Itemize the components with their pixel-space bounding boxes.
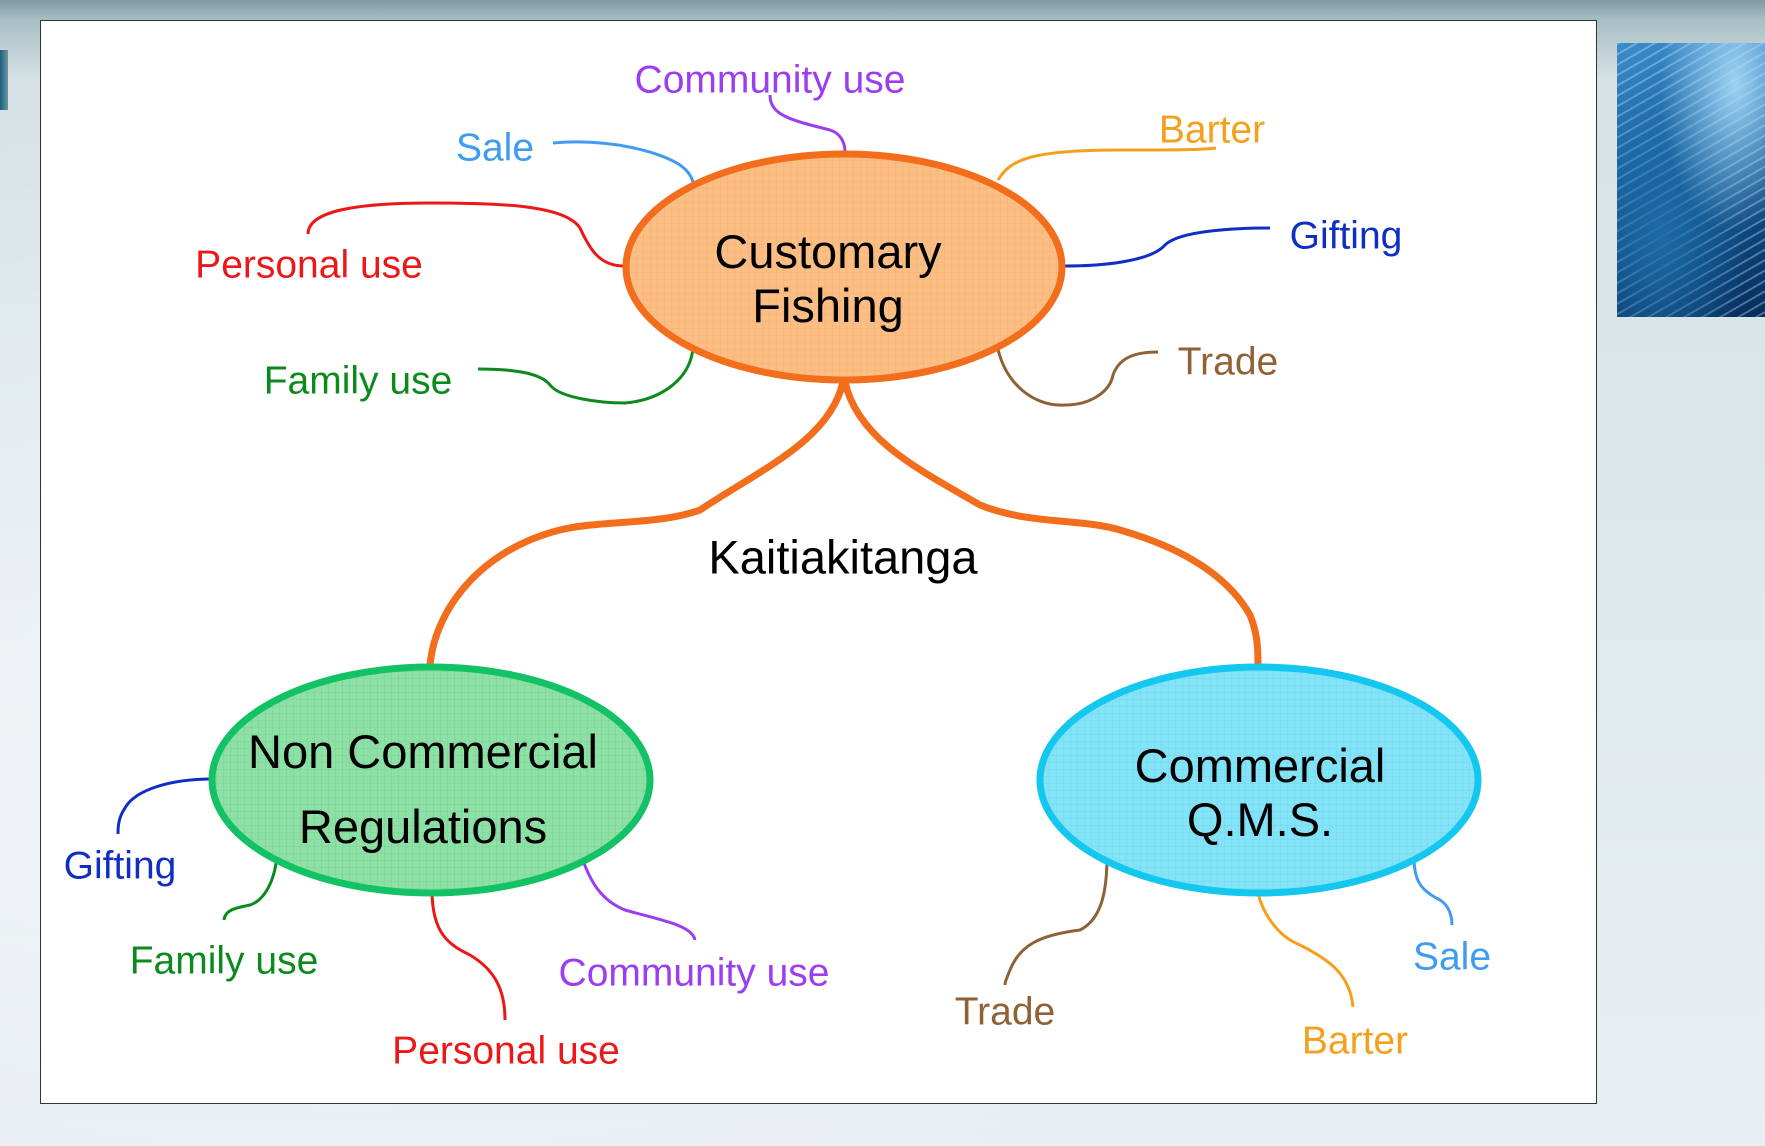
customary-branch-trade <box>995 344 1159 407</box>
customary-community-use-label: Community use <box>634 58 906 102</box>
non-commercial-branch-gifting <box>116 777 213 835</box>
customary-family-use-label: Family use <box>263 359 453 403</box>
customary-trade-label: Trade <box>1177 340 1279 384</box>
customary-gifting-label: Gifting <box>1289 214 1403 258</box>
customary-line2: Fishing <box>752 279 904 332</box>
customary-fishing-node <box>622 150 1066 384</box>
commercial-branch-sale <box>1412 856 1454 926</box>
customary-fishing-label: Customary Fishing <box>714 225 941 333</box>
non-commercial-gifting-label: Gifting <box>63 844 177 888</box>
customary-branch-barter <box>996 146 1217 181</box>
kaitiakitanga-label: Kaitiakitanga <box>708 530 978 584</box>
commercial-sale-label: Sale <box>1412 935 1492 979</box>
fish-school-photo <box>1617 43 1765 317</box>
non-commercial-regulations-label: Non Commercial Regulations <box>248 714 598 864</box>
customary-sale-label: Sale <box>455 126 535 170</box>
non-commercial-branch-personal-use <box>430 889 507 1021</box>
non-commercial-branch-community-use <box>580 857 697 941</box>
commercial-barter-label: Barter <box>1301 1019 1409 1063</box>
non-commercial-regulations-node <box>208 663 654 897</box>
commercial-qms-label: Commercial Q.M.S. <box>1135 739 1386 847</box>
customary-personal-use-label: Personal use <box>195 243 423 287</box>
non-commercial-line2: Regulations <box>298 800 548 853</box>
branch-to-non-commercial <box>426 381 847 666</box>
commercial-branch-trade <box>1003 856 1109 986</box>
customary-branch-community-use <box>768 94 847 153</box>
commercial-line2: Q.M.S. <box>1186 793 1334 846</box>
customary-branch-sale <box>552 140 695 185</box>
commercial-qms-node <box>1036 663 1482 897</box>
non-commercial-personal-use-label: Personal use <box>392 1029 620 1073</box>
customary-branch-personal-use <box>306 201 625 268</box>
customary-barter-label: Barter <box>1158 108 1266 152</box>
customary-branch-gifting <box>1064 226 1271 268</box>
customary-line1: Customary <box>714 224 942 278</box>
commercial-branch-barter <box>1256 892 1355 1008</box>
commercial-trade-label: Trade <box>954 990 1056 1034</box>
non-commercial-family-use-label: Family use <box>129 939 319 983</box>
customary-branch-family-use <box>477 347 695 405</box>
non-commercial-community-use-label: Community use <box>558 951 830 995</box>
slide-edge-decoration <box>0 50 8 110</box>
non-commercial-branch-family-use <box>222 854 279 921</box>
branch-to-commercial <box>841 381 1262 669</box>
non-commercial-line1: Non Commercial <box>248 724 598 778</box>
commercial-line1: Commercial <box>1134 738 1386 792</box>
